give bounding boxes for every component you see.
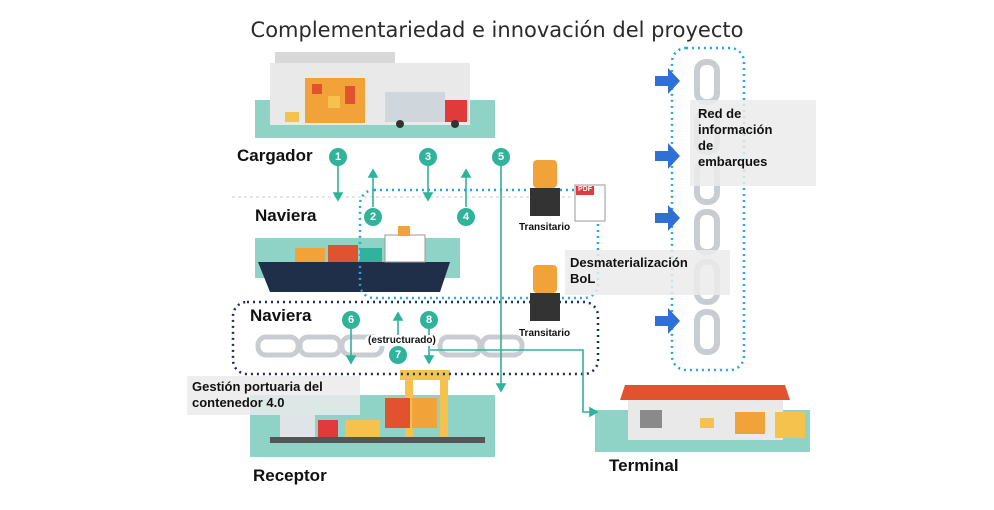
arrow-icon xyxy=(655,205,680,231)
estructurado-text: estructurado xyxy=(371,335,432,346)
ship-illustration xyxy=(255,226,460,292)
transitario-label-2: Transitario xyxy=(519,328,570,339)
step-badge-2: 2 xyxy=(364,208,382,226)
network-info-line: información xyxy=(698,122,816,138)
step-badge-8: 8 xyxy=(420,311,438,329)
pdf-label: PDF xyxy=(578,186,592,193)
terminal-illustration xyxy=(595,385,810,452)
desmaterializacion-line: BoL xyxy=(570,271,730,287)
network-info-box: Red de información de embarques xyxy=(690,100,816,186)
network-info-line: embarques xyxy=(698,154,816,170)
naviera-label-2: Naviera xyxy=(250,306,311,326)
step-badge-1: 1 xyxy=(329,148,347,166)
warehouse-illustration xyxy=(255,52,495,138)
step-badge-4: 4 xyxy=(457,208,475,226)
arrow-icon xyxy=(655,68,680,94)
network-info-line: Red de xyxy=(698,106,816,122)
arrow-icon xyxy=(655,308,680,334)
transitario-icon-1 xyxy=(530,160,560,216)
step-badge-7: 7 xyxy=(389,346,407,364)
step-badge-5: 5 xyxy=(492,148,510,166)
gestion-line: contenedor 4.0 xyxy=(192,395,360,411)
arrow-icon xyxy=(655,143,680,169)
step-badge-3: 3 xyxy=(419,148,437,166)
transitario-label-1: Transitario xyxy=(519,222,570,233)
step-badge-6: 6 xyxy=(342,311,360,329)
naviera-label-1: Naviera xyxy=(255,206,316,226)
estructurado-label: (estructurado) xyxy=(365,335,439,346)
transitario-icon-2 xyxy=(530,265,560,321)
gestion-line: Gestión portuaria del xyxy=(192,379,360,395)
cargador-label: Cargador xyxy=(237,146,313,166)
network-info-line: de xyxy=(698,138,816,154)
terminal-label: Terminal xyxy=(609,456,679,476)
gestion-portuaria-box: Gestión portuaria del contenedor 4.0 xyxy=(187,376,360,415)
receptor-label: Receptor xyxy=(253,466,327,486)
desmaterializacion-line: Desmaterialización xyxy=(570,255,730,271)
desmaterializacion-box: Desmaterialización BoL xyxy=(565,250,730,295)
